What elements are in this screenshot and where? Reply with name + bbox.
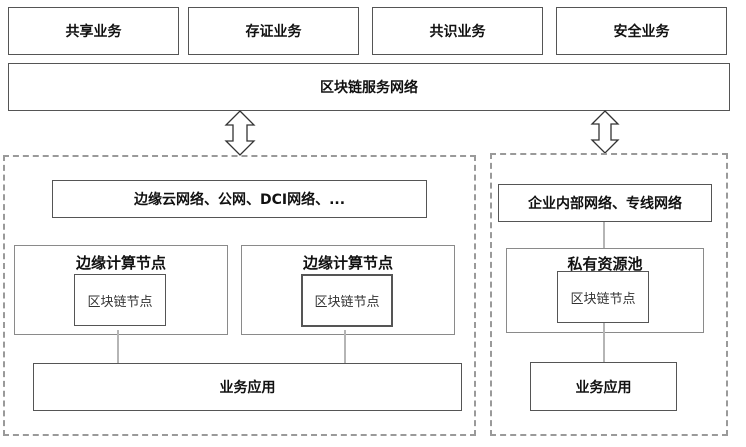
service-box-shared: 共享业务 [8, 7, 179, 55]
connector-line [603, 323, 605, 362]
private-zone-container [490, 153, 728, 436]
connector-line [603, 222, 605, 248]
edge-compute-node-title: 边缘计算节点 [75, 254, 166, 272]
service-box-notarization: 存证业务 [188, 7, 359, 55]
bidirectional-arrow-icon [590, 110, 620, 154]
blockchain-node-box: 区块链节点 [557, 271, 649, 323]
service-box-security: 安全业务 [556, 7, 727, 55]
blockchain-node-label: 区块链节点 [314, 295, 380, 310]
connector-line [344, 330, 346, 363]
connector-line [117, 330, 119, 363]
edge-network-box: 边缘云网络、公网、DCI网络、... [52, 180, 427, 218]
edge-compute-node-title: 边缘计算节点 [302, 254, 393, 272]
edge-business-application-box: 业务应用 [33, 363, 462, 411]
service-box-consensus: 共识业务 [372, 7, 543, 55]
blockchain-node-box: 区块链节点 [301, 274, 393, 327]
blockchain-service-network-box: 区块链服务网络 [8, 63, 730, 111]
enterprise-network-label: 企业内部网络、专线网络 [528, 196, 682, 212]
enterprise-network-box: 企业内部网络、专线网络 [498, 184, 712, 222]
blockchain-node-label: 区块链节点 [87, 294, 153, 310]
business-application-label: 业务应用 [219, 380, 276, 396]
private-business-application-box: 业务应用 [530, 362, 677, 411]
service-label: 存证业务 [245, 24, 302, 40]
service-label: 安全业务 [613, 24, 670, 40]
blockchain-node-box: 区块链节点 [74, 274, 166, 326]
private-resource-pool-title: 私有资源池 [567, 255, 643, 273]
blockchain-node-label: 区块链节点 [570, 291, 636, 307]
service-network-label: 区块链服务网络 [320, 80, 418, 96]
edge-network-label: 边缘云网络、公网、DCI网络、... [133, 192, 346, 208]
edge-zone-container [3, 155, 476, 436]
business-application-label: 业务应用 [575, 379, 632, 396]
service-label: 共享业务 [65, 24, 122, 40]
bidirectional-arrow-icon [224, 110, 256, 156]
service-label: 共识业务 [429, 24, 486, 40]
